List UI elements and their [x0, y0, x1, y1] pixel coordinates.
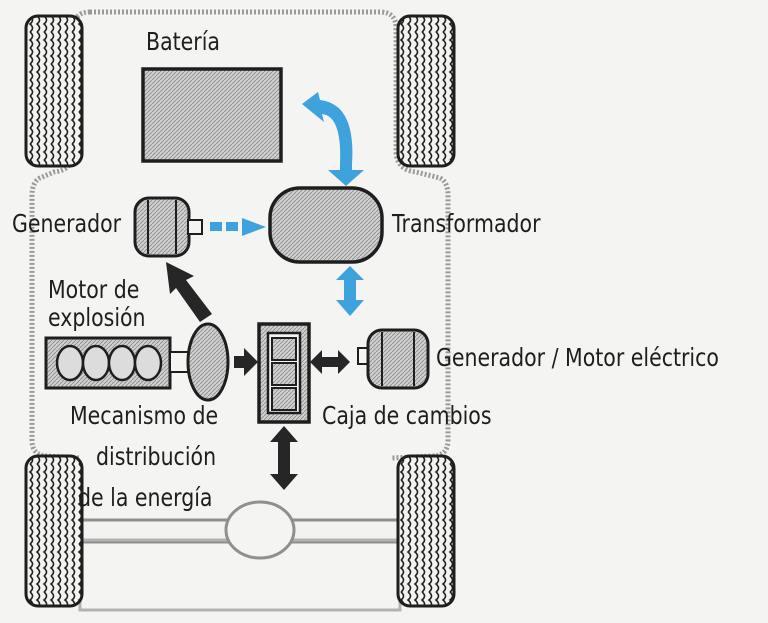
arrow-generator-transformer-dash1 — [210, 222, 222, 231]
generator-unit — [133, 196, 203, 258]
gearbox — [257, 322, 311, 424]
wheel-front-left — [24, 14, 84, 168]
arrow-generator-transformer-head — [242, 218, 266, 236]
label-engine-line2: explosión — [48, 303, 146, 332]
arrow-gearbox-axle — [270, 426, 298, 490]
arrow-splitter-gearbox — [234, 348, 258, 376]
energy-flow-arrows — [210, 92, 364, 316]
label-power-split-line2: distribución — [96, 442, 217, 471]
label-generator: Generador — [12, 209, 122, 238]
power-split-device — [186, 322, 230, 402]
arrow-gearbox-motor — [310, 350, 350, 374]
transformer-box — [268, 186, 384, 264]
electric-motor-unit — [357, 328, 430, 390]
wheel-front-right — [396, 14, 456, 168]
label-engine-line1: Motor de — [48, 275, 140, 304]
label-battery: Batería — [146, 27, 220, 56]
mechanical-flow-arrows — [166, 262, 350, 490]
arrow-generator-transformer-dash2 — [226, 222, 238, 231]
label-power-split-line1: Mecanismo de — [70, 401, 219, 430]
wheel-rear-right — [396, 454, 456, 608]
arrow-transformer-motor — [336, 266, 364, 316]
arrow-engine-generator — [166, 262, 212, 322]
wheel-rear-left — [24, 454, 84, 608]
label-power-split-line3: de la energía — [78, 483, 213, 512]
combustion-engine — [44, 336, 191, 390]
label-gearbox: Caja de cambios — [322, 401, 492, 430]
label-transformer: Transformador — [392, 209, 541, 238]
arrow-transformer-battery — [302, 92, 364, 186]
differential — [224, 500, 296, 560]
label-generator-motor: Generador / Motor eléctrico — [436, 343, 719, 372]
battery-box — [141, 67, 283, 163]
